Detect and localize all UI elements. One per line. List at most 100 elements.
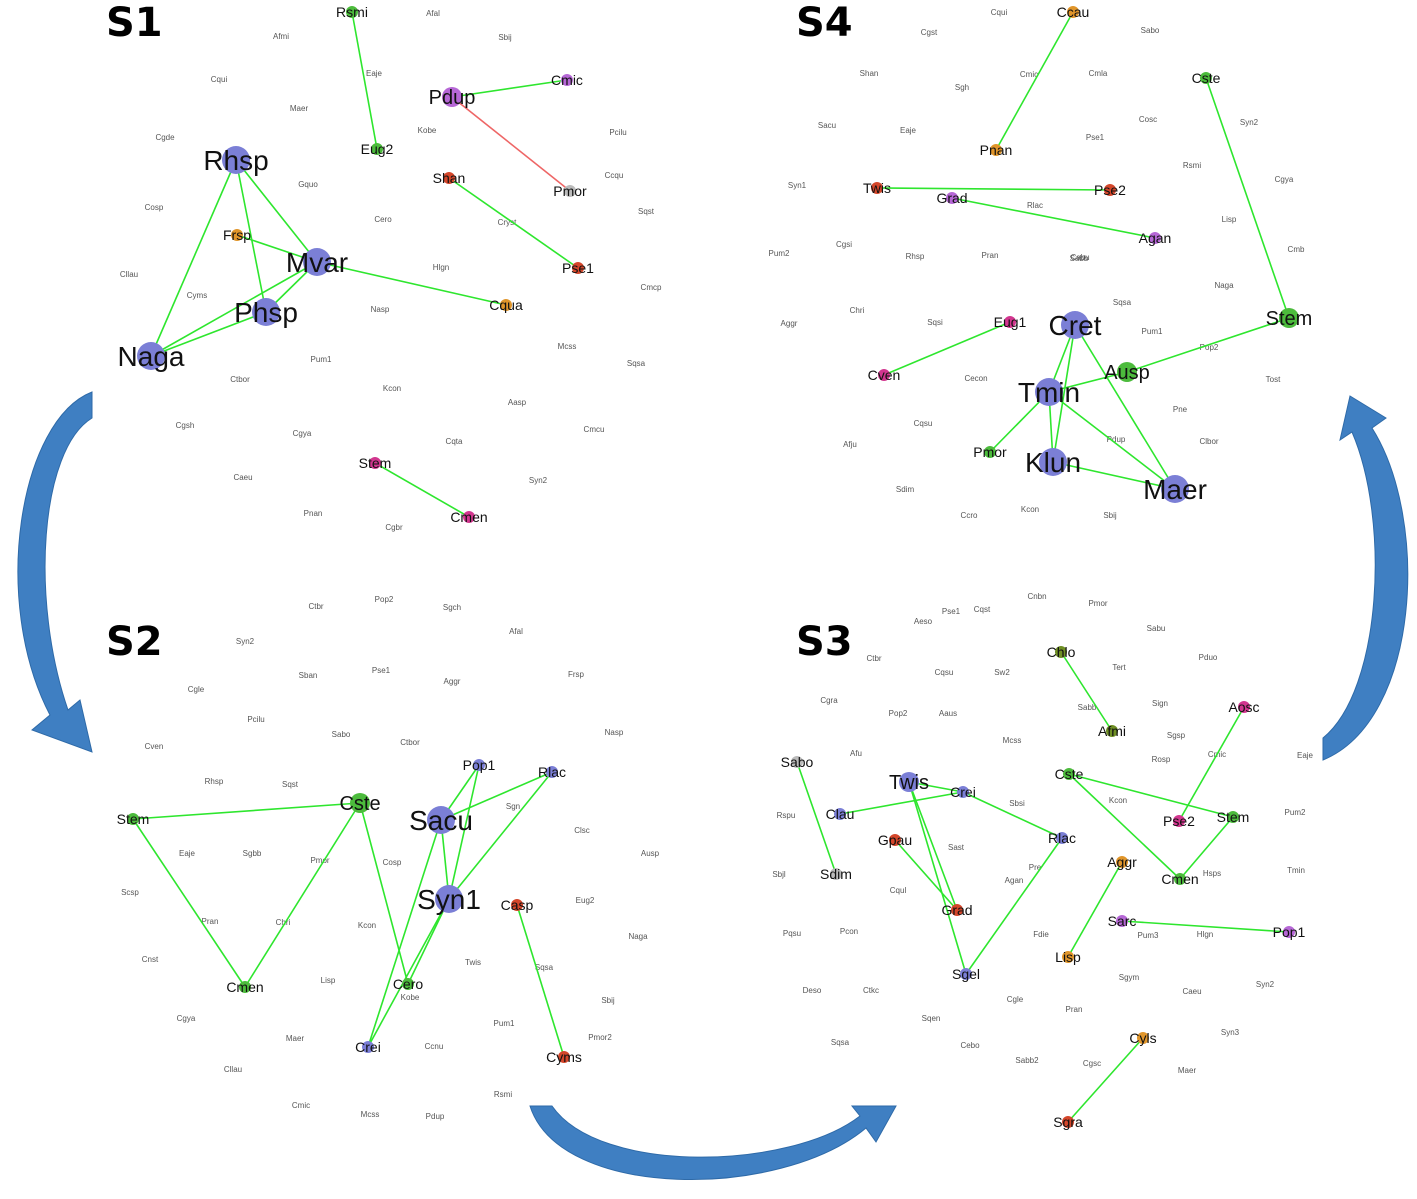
node-stem[interactable]: Stem	[359, 455, 392, 471]
node-pop1[interactable]: Pop1	[1273, 924, 1306, 940]
node-marker	[222, 146, 250, 174]
minor-node-label: Sbjl	[772, 870, 786, 879]
edge-pdup-pmor	[451, 96, 571, 192]
node-pnan[interactable]: Pnan	[980, 142, 1013, 158]
minor-node-label: Chri	[850, 306, 865, 315]
node-label: Pmor	[973, 444, 1007, 460]
node-sdim[interactable]: Sdim	[820, 866, 852, 882]
minor-node-label: Cero	[374, 215, 392, 224]
node-rlac[interactable]: Rlac	[538, 764, 566, 780]
node-crei[interactable]: Crei	[950, 784, 976, 800]
minor-node-label: Pran	[202, 917, 219, 926]
node-clau[interactable]: Clau	[826, 806, 855, 822]
node-stem[interactable]: Stem	[117, 811, 150, 827]
minor-node-label: Tert	[1112, 663, 1126, 672]
node-cyls[interactable]: Cyls	[1129, 1030, 1156, 1046]
node-grad[interactable]: Grad	[941, 902, 972, 918]
node-aosc[interactable]: Aosc	[1228, 699, 1259, 715]
minor-node-label: Pum3	[1138, 931, 1159, 940]
node-cste[interactable]: Cste	[1192, 70, 1221, 86]
node-agan[interactable]: Agan	[1139, 230, 1172, 246]
node-sabo[interactable]: Sabo	[781, 754, 814, 770]
node-pop1[interactable]: Pop1	[463, 757, 496, 773]
node-afmi[interactable]: Afmi	[1098, 723, 1126, 739]
node-label: Cyls	[1129, 1030, 1156, 1046]
node-eug1[interactable]: Eug1	[994, 314, 1027, 330]
node-pse1[interactable]: Pse1	[562, 260, 594, 276]
node-label: Sacu	[409, 805, 473, 836]
node-lisp[interactable]: Lisp	[1055, 949, 1081, 965]
node-mvar[interactable]: Mvar	[286, 247, 348, 278]
edge-eug1-cven	[883, 321, 1011, 376]
panel-title: S3	[796, 619, 853, 665]
minor-node-label: Ctkc	[863, 986, 879, 995]
minor-node-label: Rspu	[777, 811, 796, 820]
node-marker	[473, 759, 485, 771]
edge-cste-cmen	[244, 802, 361, 988]
node-marker	[1137, 1032, 1149, 1044]
node-sarc[interactable]: Sarc	[1108, 913, 1137, 929]
minor-node-label: Aaus	[939, 709, 957, 718]
minor-node-label: Cgsc	[1083, 1059, 1101, 1068]
minor-node-label: Cgra	[820, 696, 838, 705]
node-cmen[interactable]: Cmen	[1161, 871, 1198, 887]
node-sgel[interactable]: Sgel	[952, 966, 980, 982]
edge-frsp-mvar	[236, 234, 318, 263]
node-pse2[interactable]: Pse2	[1163, 813, 1195, 829]
minor-node-label: Sgsp	[1167, 731, 1186, 740]
node-sgra[interactable]: Sgra	[1053, 1114, 1083, 1130]
node-pmor[interactable]: Pmor	[553, 183, 587, 199]
node-syn1[interactable]: Syn1	[417, 884, 481, 915]
node-tmin[interactable]: Tmin	[1018, 377, 1080, 408]
node-marker	[402, 978, 414, 990]
minor-node-label: Shan	[860, 69, 879, 78]
node-grad[interactable]: Grad	[936, 190, 967, 206]
node-klun[interactable]: Klun	[1025, 447, 1081, 478]
node-cqua[interactable]: Cqua	[489, 297, 523, 313]
minor-node-label: Tmin	[1287, 866, 1305, 875]
edge-rhsp-phsp	[235, 159, 267, 313]
node-cmen[interactable]: Cmen	[450, 509, 487, 525]
node-cmic[interactable]: Cmic	[551, 72, 583, 88]
node-cste[interactable]: Cste	[339, 793, 381, 815]
minor-node-labels: CtbrPop2SgchSyn2AfalCgleSbanPse1AggrFrsp…	[121, 595, 660, 1121]
node-marker	[1200, 72, 1212, 84]
minor-node-label: Hsps	[1203, 869, 1221, 878]
minor-node-label: Syn1	[788, 181, 807, 190]
node-rsmi[interactable]: Rsmi	[336, 4, 368, 20]
node-stem[interactable]: Stem	[1266, 308, 1313, 330]
node-cyms[interactable]: Cyms	[546, 1049, 582, 1065]
node-cmen[interactable]: Cmen	[226, 979, 263, 995]
node-rhsp[interactable]: Rhsp	[203, 145, 268, 176]
node-maer[interactable]: Maer	[1143, 474, 1207, 505]
node-ccau[interactable]: Ccau	[1057, 4, 1090, 20]
minor-node-label: Cqui	[211, 75, 228, 84]
node-cret[interactable]: Cret	[1049, 310, 1102, 341]
node-phsp[interactable]: Phsp	[234, 297, 298, 328]
node-shan[interactable]: Shan	[433, 170, 466, 186]
edge-phsp-naga	[150, 311, 267, 357]
node-cste[interactable]: Cste	[1055, 766, 1084, 782]
node-cero[interactable]: Cero	[393, 976, 424, 992]
node-sacu[interactable]: Sacu	[409, 805, 473, 836]
node-eug2[interactable]: Eug2	[361, 141, 394, 157]
node-label: Ccau	[1057, 4, 1090, 20]
node-pdup[interactable]: Pdup	[429, 87, 476, 109]
node-ausp[interactable]: Ausp	[1104, 362, 1150, 384]
node-casp[interactable]: Casp	[501, 897, 534, 913]
node-crei[interactable]: Crei	[355, 1039, 381, 1055]
node-naga[interactable]: Naga	[118, 341, 185, 372]
node-rlac[interactable]: Rlac	[1048, 830, 1076, 846]
node-aggr[interactable]: Aggr	[1107, 854, 1137, 870]
node-cven[interactable]: Cven	[868, 367, 901, 383]
node-label: Cret	[1049, 310, 1102, 341]
node-pmor[interactable]: Pmor	[973, 444, 1007, 460]
node-stem[interactable]: Stem	[1217, 809, 1250, 825]
node-twis[interactable]: Twis	[863, 180, 891, 196]
node-twis[interactable]: Twis	[889, 772, 929, 794]
node-pse2[interactable]: Pse2	[1094, 182, 1126, 198]
node-gpau[interactable]: Gpau	[878, 832, 912, 848]
node-frsp[interactable]: Frsp	[223, 227, 251, 243]
node-chlo[interactable]: Chlo	[1047, 644, 1076, 660]
